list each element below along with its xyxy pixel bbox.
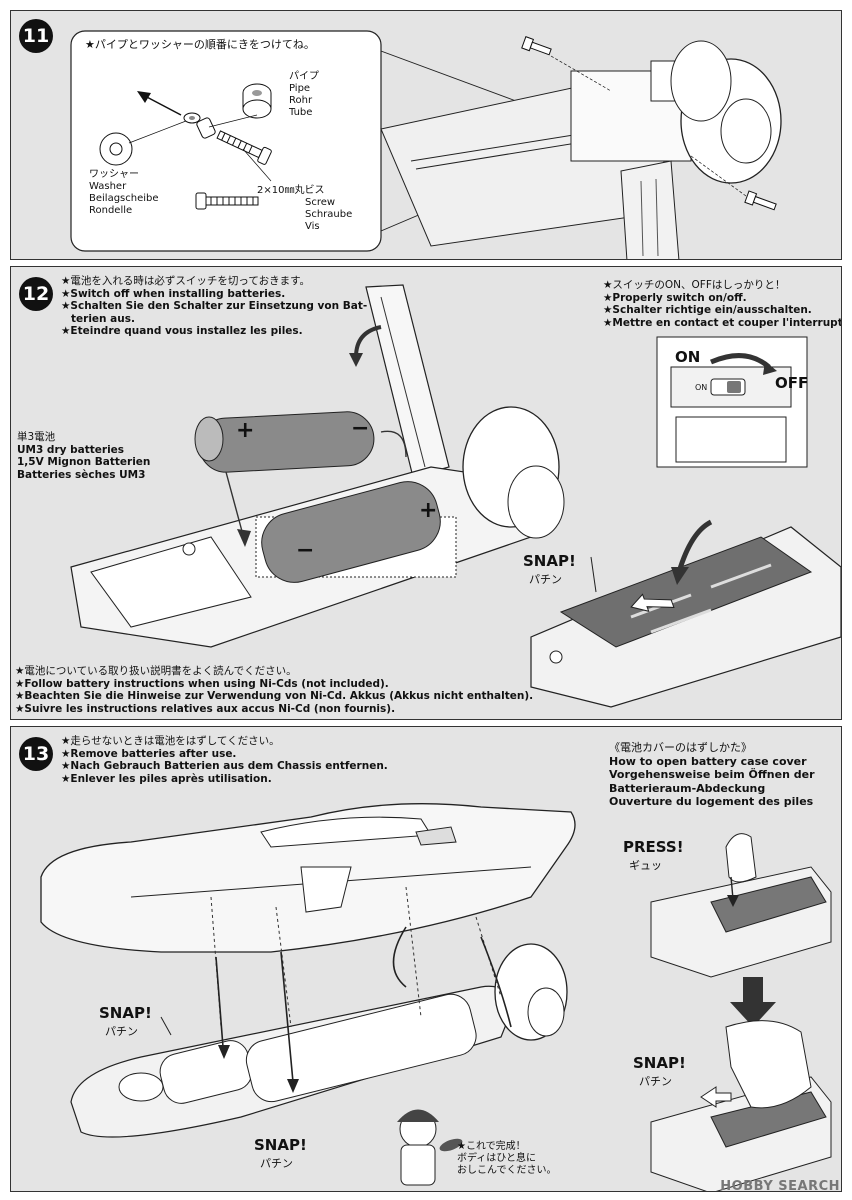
step-12-illustration: − + + − <box>70 284 841 708</box>
step-12-snap: SNAP! <box>523 552 576 570</box>
step-13-panel: 13 ★走らせないときは電池をはずしてください。 ★Remove batteri… <box>10 726 842 1192</box>
step-11-panel: 11 <box>10 10 842 260</box>
switch-off-label: OFF <box>775 374 809 392</box>
battery-warnings: ★電池についている取り扱い説明書をよく読んでください。 ★Follow batt… <box>15 665 534 715</box>
cover-instructions: 《電池カバーのはずしかた》 How to open battery case c… <box>609 741 815 808</box>
step-13-snap-left: SNAP! <box>99 1004 152 1022</box>
switch-note: ★スイッチのON、OFFはしっかりと！ ★Properly switch on/… <box>603 279 842 329</box>
watermark: HOBBY SEARCH <box>720 1179 840 1194</box>
step-13-illustration <box>40 803 832 1191</box>
step-11-illustration <box>70 30 782 259</box>
switch-on-label: ON <box>675 348 701 366</box>
step-11-note: ★パイプとワッシャーの順番にきをつけてね。 <box>85 38 315 51</box>
svg-text:+: + <box>419 498 437 523</box>
completion-note: ★これで完成！ ボディはひと息に おしこんでください。 <box>457 1141 557 1176</box>
switch-on-small: ON <box>695 383 708 392</box>
svg-text:−: − <box>296 538 314 563</box>
step-11-number: 11 <box>19 19 53 53</box>
step-13-snap-bottom: SNAP! <box>254 1136 307 1154</box>
step-13-snap-right: SNAP! <box>633 1054 686 1072</box>
svg-text:−: − <box>351 416 369 441</box>
step-12-instructions: ★電池を入れる時は必ずスイッチを切っておきます。 ★Switch off whe… <box>61 275 368 338</box>
battery-label: 単3電池 UM3 dry batteries 1,5V Mignon Batte… <box>17 431 151 481</box>
step-13-snap-bottom-jp: パチン <box>260 1157 293 1170</box>
step-13-instructions: ★走らせないときは電池をはずしてください。 ★Remove batteries … <box>61 735 388 785</box>
step-13-snap-right-jp: パチン <box>639 1075 672 1088</box>
step-13-number: 13 <box>19 737 53 771</box>
step-12-panel: 12 ★電池を入れる時は必ずスイッチを切っておきます。 ★Switch off … <box>10 266 842 720</box>
step-12-snap-jp: パチン <box>529 573 562 586</box>
press-label-jp: ギュッ <box>629 859 662 872</box>
step-13-snap-left-jp: パチン <box>105 1025 138 1038</box>
press-label: PRESS! <box>623 838 684 856</box>
svg-text:+: + <box>236 418 254 443</box>
step-12-number: 12 <box>19 277 53 311</box>
